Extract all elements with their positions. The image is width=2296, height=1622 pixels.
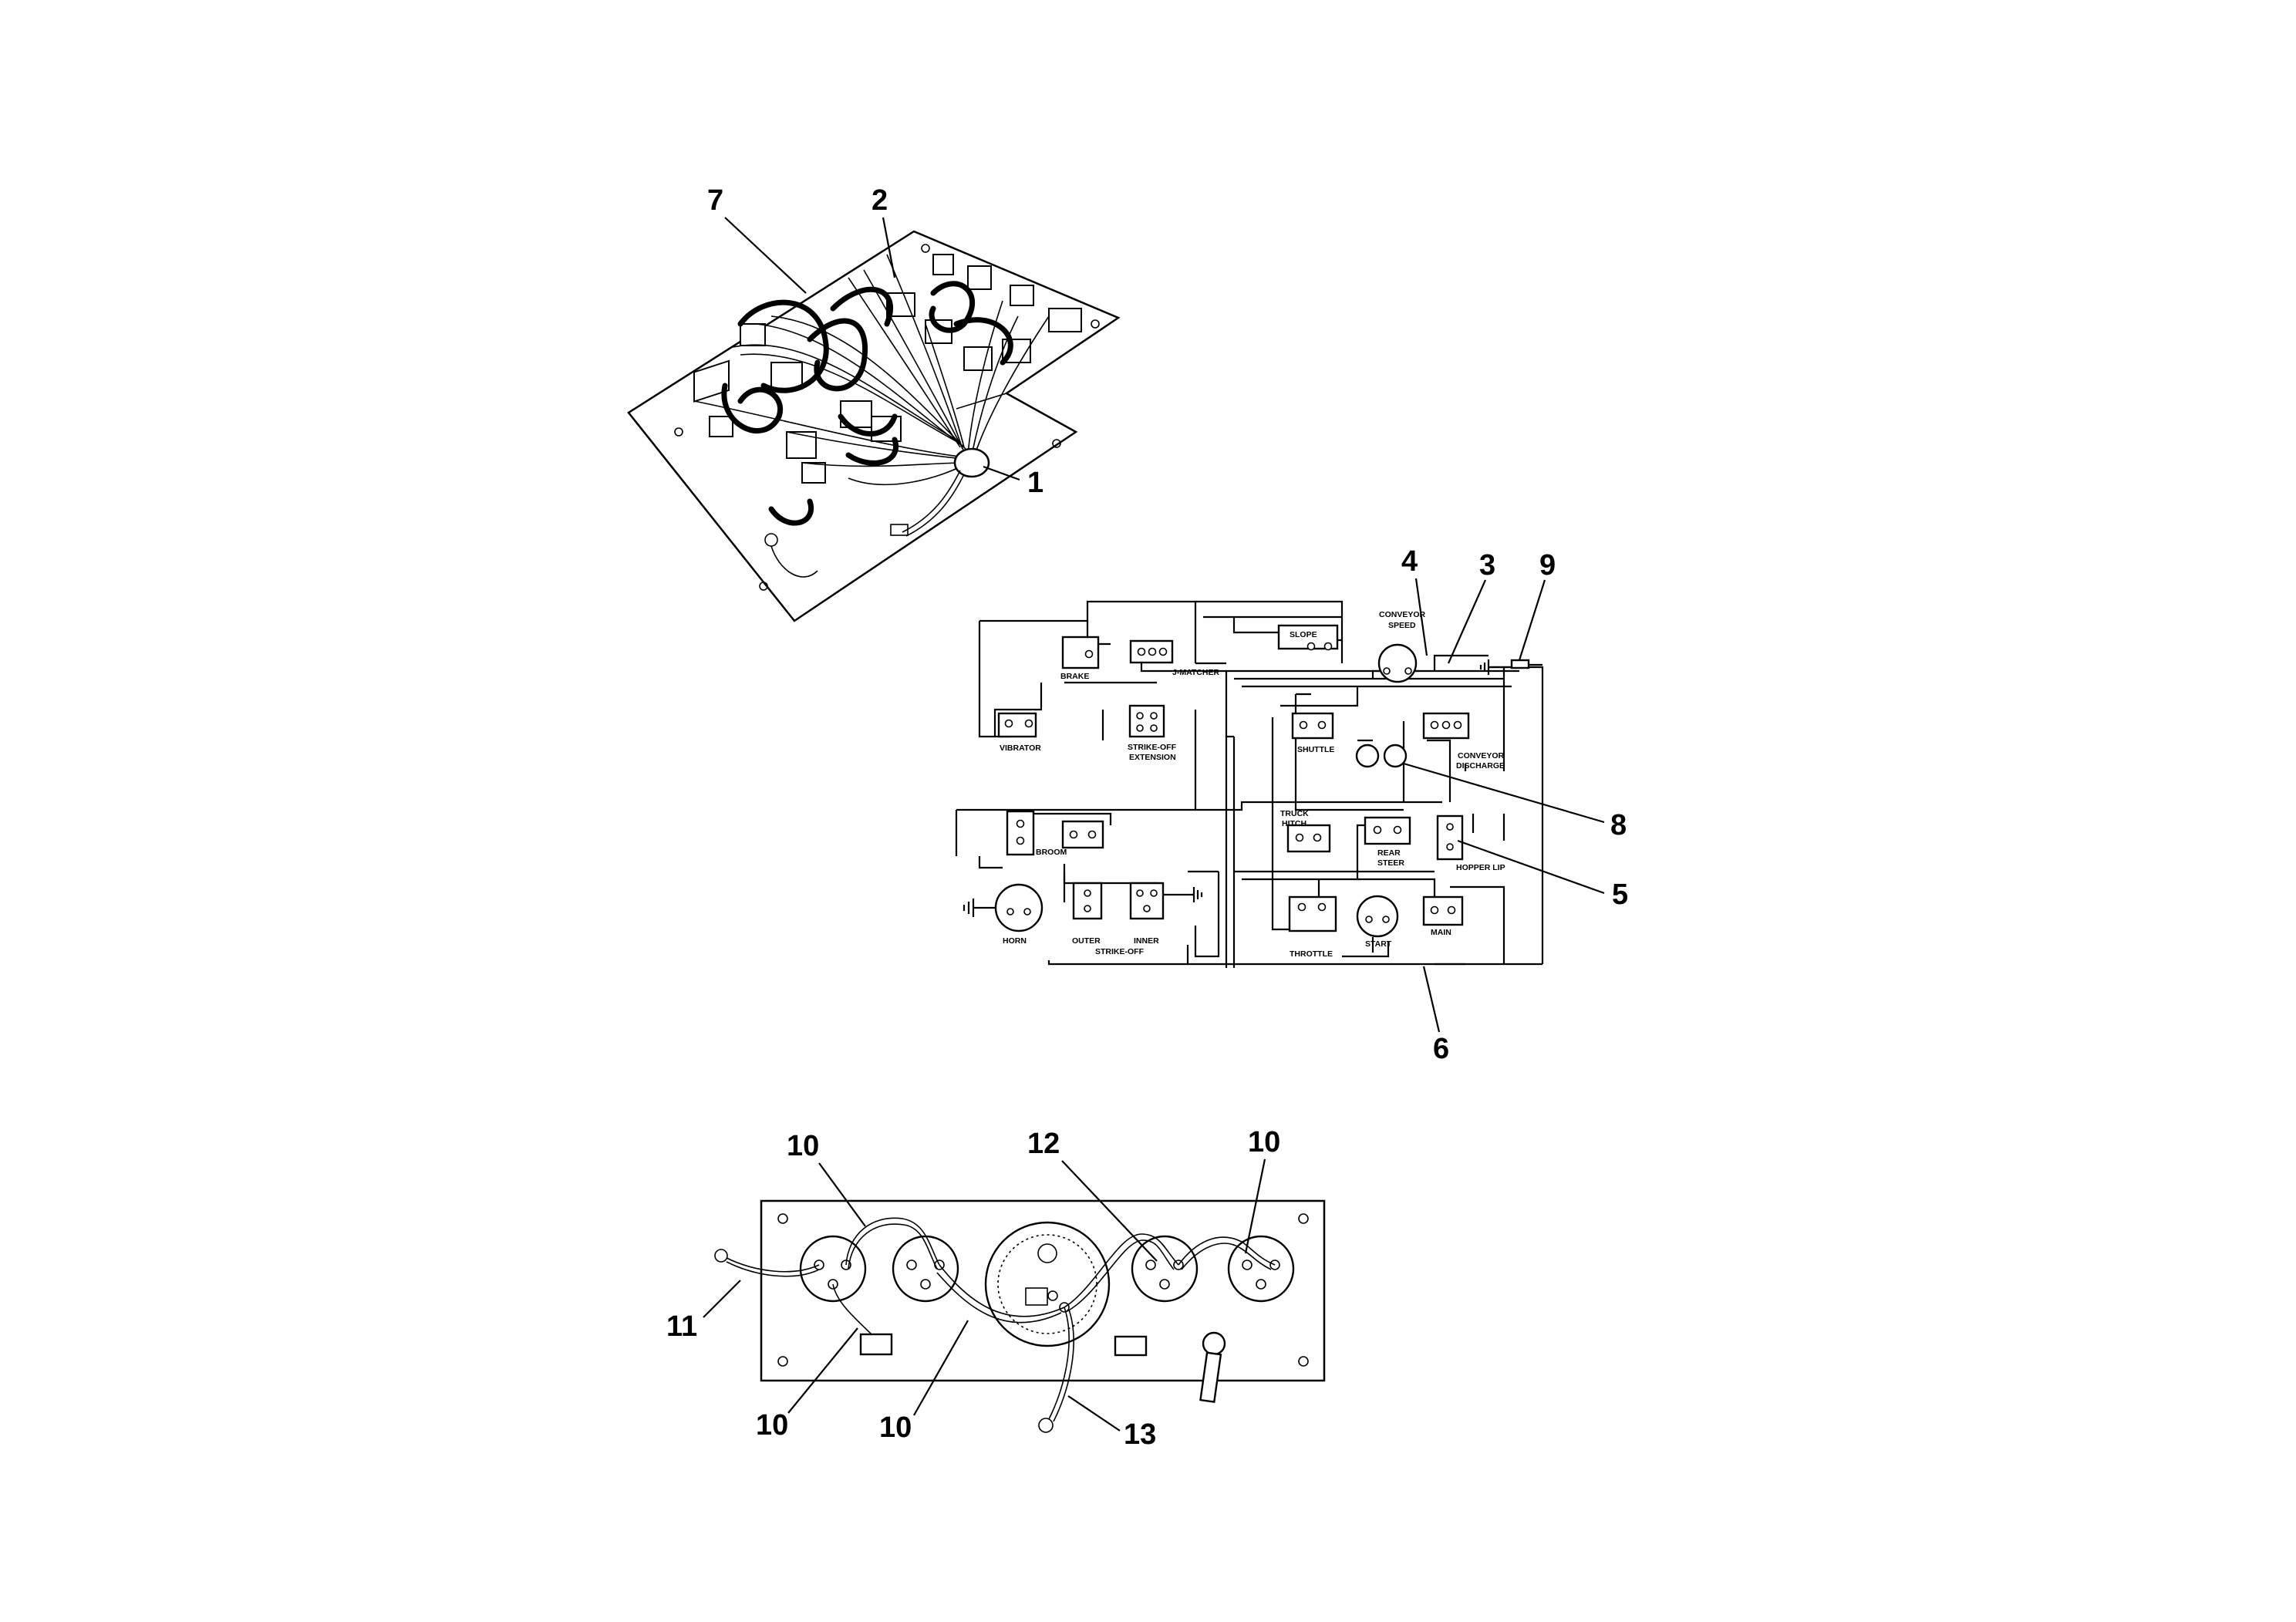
leader-12: [1061, 1160, 1158, 1262]
label-outer: OUTER: [1072, 936, 1101, 946]
label-brake: BRAKE: [1060, 672, 1089, 681]
label-vibrator: VIBRATOR: [1000, 744, 1041, 753]
leader-3: [1447, 579, 1487, 664]
gauge-5: [1227, 1235, 1295, 1303]
leader-10-bottom-left: [787, 1327, 858, 1414]
leader-5: [1457, 839, 1605, 895]
label-strikeoff-extension-1: STRIKE-OFF: [1128, 743, 1177, 752]
label-broom: BROOM: [1036, 848, 1067, 857]
harness-panel-illustration: [627, 230, 1121, 622]
switch-shuttle: [1291, 712, 1334, 740]
gauge-1: [799, 1235, 867, 1303]
label-hopper-lip: HOPPER LIP: [1456, 863, 1505, 872]
label-shuttle: SHUTTLE: [1297, 745, 1334, 754]
switch-broom: [1006, 810, 1104, 856]
leader-6: [1422, 966, 1441, 1033]
callout-5: 5: [1612, 878, 1628, 911]
callout-12: 12: [1027, 1128, 1060, 1160]
callout-10-bottom-left: 10: [756, 1409, 788, 1442]
callout-6: 6: [1433, 1033, 1449, 1065]
switch-strikeoff-extension: [1128, 704, 1165, 738]
switch-slope: [1277, 624, 1339, 651]
label-strikeoff: STRIKE-OFF: [1095, 947, 1145, 956]
leader-10-bottom-center: [913, 1320, 969, 1416]
gauge-2: [892, 1235, 959, 1303]
harness-heavy-wires: [721, 281, 1013, 526]
label-truck-hitch-1: TRUCK: [1280, 809, 1309, 818]
leader-13: [1067, 1395, 1121, 1431]
panel-switch-left: [859, 1333, 893, 1356]
leader-10-top-left: [818, 1162, 866, 1227]
indicator-lights: [1355, 744, 1408, 768]
gauge-panel: [714, 1199, 1326, 1433]
label-conveyor-discharge-1: CONVEYOR: [1458, 751, 1505, 760]
label-slope: SLOPE: [1290, 630, 1317, 639]
switch-rear-steer: [1364, 816, 1411, 845]
switch-conveyor-discharge: [1422, 712, 1470, 740]
switch-vibrator: [997, 712, 1037, 738]
switch-truck-hitch: [1286, 824, 1331, 853]
label-horn: HORN: [1003, 936, 1027, 946]
panel-switch-right: [1114, 1335, 1148, 1357]
label-main: MAIN: [1431, 928, 1451, 937]
label-start: START: [1365, 939, 1392, 949]
label-truck-hitch-2: HITCH: [1282, 819, 1306, 828]
switch-outer-strikeoff: [1072, 882, 1103, 920]
switch-brake: [1061, 636, 1100, 669]
harness-connector: [953, 447, 990, 478]
label-rear-steer-2: STEER: [1377, 858, 1404, 868]
leader-1: [983, 465, 1020, 481]
wiring-schematic: SLOPE CONVEYOR SPEED BRAKE J-MATCHER VIB…: [955, 600, 1544, 968]
label-throttle: THROTTLE: [1290, 949, 1333, 959]
leader-8: [1403, 762, 1605, 824]
callout-13: 13: [1124, 1418, 1156, 1451]
switch-start: [1356, 895, 1399, 938]
switch-jmatcher: [1129, 639, 1174, 664]
callout-10-bottom-center: 10: [879, 1411, 912, 1444]
harness-wire-bundle: [693, 254, 1050, 486]
leader-11: [703, 1280, 741, 1318]
switch-hopper-lip: [1436, 814, 1464, 861]
switch-inner-strikeoff: [1129, 882, 1203, 920]
leader-9: [1518, 579, 1546, 661]
callout-7: 7: [707, 184, 723, 217]
harness-components: [693, 254, 1082, 484]
label-strikeoff-extension-2: EXTENSION: [1129, 753, 1176, 762]
gauge-conveyor-speed: [1377, 643, 1418, 683]
label-conveyor-discharge-2: DISCHARGE: [1456, 761, 1505, 771]
leader-10-top-right: [1244, 1158, 1266, 1254]
callout-9: 9: [1539, 549, 1556, 582]
gauge-center: [984, 1221, 1111, 1347]
callout-2: 2: [872, 184, 888, 217]
callout-4: 4: [1401, 545, 1418, 578]
panel-toggle: [1199, 1331, 1226, 1404]
callout-10-top-right: 10: [1248, 1126, 1280, 1158]
leader-2: [882, 217, 896, 278]
leader-4: [1414, 578, 1428, 656]
callout-10-top-left: 10: [787, 1130, 819, 1162]
callout-8: 8: [1610, 809, 1627, 841]
label-rear-steer-1: REAR: [1377, 848, 1401, 858]
switch-main: [1422, 895, 1464, 926]
label-conveyor-speed-1: CONVEYOR: [1379, 610, 1426, 619]
callout-11: 11: [666, 1310, 697, 1343]
callout-3: 3: [1479, 549, 1495, 582]
label-conveyor-speed-2: SPEED: [1388, 621, 1416, 630]
leader-7: [724, 217, 807, 294]
label-inner: INNER: [1134, 936, 1159, 946]
callout-1: 1: [1027, 467, 1043, 499]
horn: [963, 883, 1043, 932]
switch-throttle: [1288, 895, 1337, 932]
label-jmatcher: J-MATCHER: [1172, 668, 1219, 677]
